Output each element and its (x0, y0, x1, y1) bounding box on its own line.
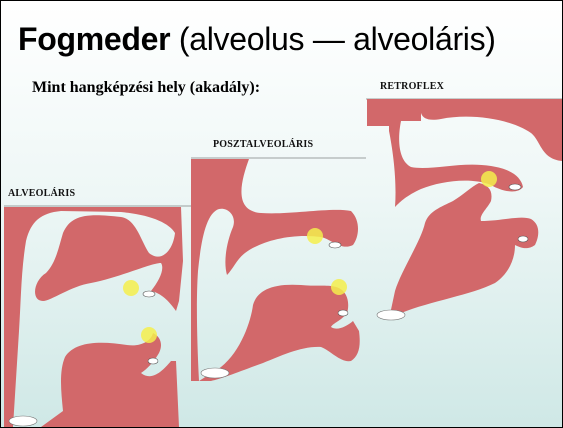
retroflex-lower-tissue (389, 183, 538, 319)
alveolar-lower-jaw-tissue (41, 333, 179, 427)
retroflex-upper-teeth (509, 184, 521, 190)
postalveolar-vocal-tract (191, 159, 360, 381)
alveolar-vocal-tract (4, 207, 183, 427)
retroflex-vocal-tract (367, 99, 562, 320)
alveolar-upper-teeth (143, 291, 155, 297)
retroflex-palate-top (421, 99, 562, 161)
retroflex-lower-teeth (518, 236, 528, 242)
alveolar-lips (9, 416, 37, 426)
postalveolar-upper-teeth (329, 242, 341, 248)
postalveolar-lips (201, 368, 229, 378)
postalveolar-highlight-lower (331, 279, 347, 295)
postalveolar-lower-tissue (199, 285, 360, 381)
alveolar-highlight-lower (141, 327, 157, 343)
alveolar-highlight (123, 280, 139, 296)
postalveolar-highlight (307, 228, 323, 244)
retroflex-highlight (481, 171, 497, 187)
retroflex-lips (377, 310, 405, 320)
postalveolar-lower-teeth (338, 310, 348, 316)
alveolar-lower-teeth (148, 358, 158, 364)
